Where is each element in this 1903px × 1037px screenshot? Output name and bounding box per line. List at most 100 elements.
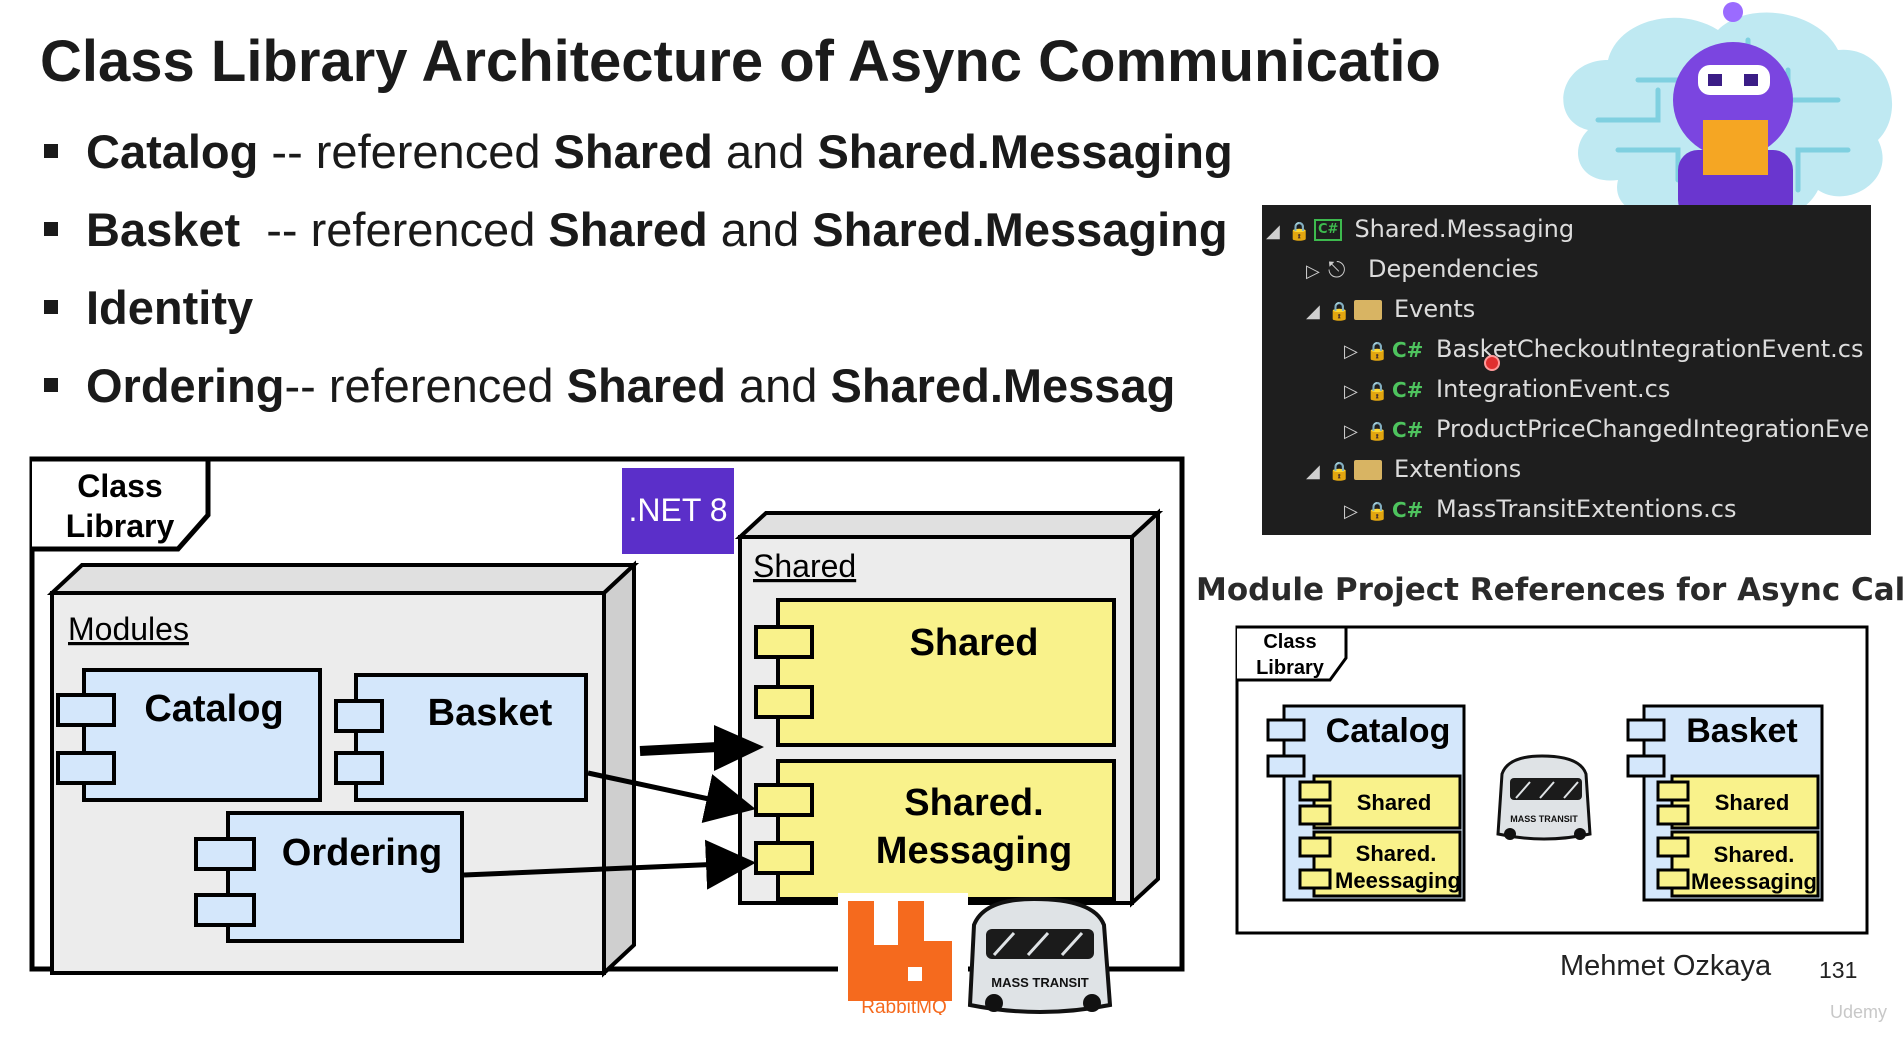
shared-ref — [1312, 774, 1462, 830]
lock-icon: 🔒 — [1366, 341, 1389, 362]
lock-icon: 🔒 — [1366, 381, 1389, 402]
ordering-component — [226, 811, 464, 943]
module-references-diagram: Class Library Catalog Shared Shared. Mee… — [1235, 625, 1869, 935]
shared-messaging-ref — [1312, 830, 1462, 898]
shared-messaging-label: Messaging — [876, 830, 1072, 872]
bullet-text: and — [712, 125, 818, 178]
bullet-ordering: Ordering-- referenced Shared and Shared.… — [44, 354, 1233, 432]
shared-messaging-ref-label: Meessaging — [1691, 869, 1817, 894]
bullet-bold: Shared — [553, 125, 713, 178]
catalog-label: Catalog — [144, 688, 283, 730]
modules-label: Modules — [68, 611, 189, 647]
bullet-text: -- referenced — [258, 125, 554, 178]
tree-item-label: ProductPriceChangedIntegrationEvent. — [1436, 415, 1871, 443]
basket-label: Basket — [428, 692, 553, 734]
bullet-square-icon — [44, 222, 58, 236]
lock-icon: 🔒 — [1366, 501, 1389, 522]
bullet-text: and — [707, 203, 813, 256]
modules-package-side — [602, 560, 636, 978]
bullet-bold: Shared — [566, 359, 726, 412]
expand-arrow-icon[interactable]: ▷ — [1344, 381, 1358, 402]
component-port — [334, 751, 384, 785]
expand-arrow-icon[interactable]: ▷ — [1306, 261, 1320, 282]
bullet-list: Catalog -- referenced Shared and Shared.… — [44, 120, 1233, 432]
collapse-arrow-icon[interactable]: ◢ — [1306, 301, 1320, 322]
collapse-arrow-icon[interactable]: ◢ — [1266, 221, 1280, 242]
frame-label: Library — [66, 508, 175, 544]
arrowhead-icon — [714, 725, 764, 771]
tree-item-label: IntegrationEvent.cs — [1436, 375, 1671, 403]
tree-item-events[interactable]: ◢ 🔒 Events — [1306, 289, 1475, 329]
shared-messaging-ref-label: Meessaging — [1335, 868, 1461, 893]
reference-arrow-thick — [639, 742, 719, 756]
shared-ref-label: Shared — [1715, 790, 1790, 815]
masstransit-bus-icon: MASS TRANSIT — [1496, 754, 1592, 841]
bullet-bold: Shared.Messaging — [817, 125, 1233, 178]
component-port — [1266, 718, 1306, 742]
tree-item-shared-messaging[interactable]: ◢🔒C#Shared.Messaging — [1266, 209, 1574, 249]
tree-item-extentions[interactable]: ◢🔒Extentions — [1306, 449, 1521, 489]
expand-arrow-icon[interactable]: ▷ — [1344, 421, 1358, 442]
lock-icon: 🔒 — [1366, 421, 1389, 442]
slide-title: Class Library Architecture of Async Comm… — [40, 29, 1441, 94]
bullet-main: Catalog — [86, 125, 259, 178]
lock-icon: 🔒 — [1288, 221, 1311, 242]
shared-messaging-label: Shared. — [904, 782, 1043, 824]
csharp-file-icon: C# — [1392, 498, 1424, 522]
frame-label: Library — [1256, 657, 1325, 679]
reference-arrow — [587, 770, 756, 824]
ordering-label: Ordering — [282, 832, 442, 874]
component-port — [1626, 718, 1666, 742]
modules-package-top — [46, 563, 640, 595]
collapse-arrow-icon[interactable]: ◢ — [1306, 461, 1320, 482]
solution-explorer: ◢🔒C#Shared.Messaging ▷⎋Dependencies ◢🔒Ev… — [1262, 205, 1871, 535]
tree-item-dependencies[interactable]: ▷⎋Dependencies — [1306, 249, 1539, 289]
tree-item-productpricechanged[interactable]: ▷ 🔒C# ProductPriceChangedIntegrationEvent. — [1344, 409, 1871, 449]
frame-label: Class — [77, 468, 162, 504]
bullet-bold: Shared.Messaging — [812, 203, 1228, 256]
shared-messaging-component — [776, 759, 1116, 901]
csharp-file-icon: C# — [1392, 338, 1424, 362]
cursor-pointer-icon — [1484, 355, 1500, 371]
tree-item-label: MassTransitExtentions.cs — [1436, 495, 1737, 523]
tree-item-integrationevent[interactable]: ▷🔒C#IntegrationEvent.cs — [1344, 369, 1670, 409]
tree-item-label: Events — [1394, 295, 1476, 323]
frame-label: Class — [1263, 631, 1316, 653]
bullet-text: and — [725, 359, 831, 412]
lock-icon: 🔒 — [1328, 301, 1351, 322]
tree-item-label: Extentions — [1394, 455, 1522, 483]
shared-ref — [1670, 774, 1820, 830]
right-diagram-caption: Module Project References for Async Call — [1196, 572, 1903, 608]
robot-antenna — [1723, 2, 1743, 22]
bullet-text: -- referenced — [284, 359, 567, 412]
bullet-square-icon — [44, 300, 58, 314]
frame-tab — [1237, 625, 1348, 682]
tree-item-basketcheckout[interactable]: ▷ 🔒C# BasketCheckoutIntegrationEvent.cs — [1344, 329, 1864, 369]
component-port — [194, 893, 256, 927]
component-port — [754, 625, 814, 659]
shared-package-label: Shared — [753, 548, 856, 584]
masstransit-label: MASS TRANSIT — [1510, 814, 1578, 824]
masstransit-label: MASS TRANSIT — [991, 975, 1089, 990]
tree-item-masstransitextentions[interactable]: ▷ 🔒C# MassTransitExtentions.cs — [1344, 489, 1736, 529]
robot-book — [1703, 120, 1768, 175]
csharp-file-icon: C# — [1392, 418, 1424, 442]
component-port — [1626, 754, 1666, 778]
shared-component — [776, 598, 1116, 747]
shared-ref-label: Shared — [1357, 790, 1432, 815]
component-port — [1266, 754, 1306, 778]
rabbitmq-label: RabbitMQ — [861, 997, 947, 1015]
shared-messaging-ref-label: Shared. — [1356, 841, 1437, 866]
bullet-square-icon — [44, 144, 58, 158]
page-number: 131 — [1819, 957, 1858, 983]
expand-arrow-icon[interactable]: ▷ — [1344, 501, 1358, 522]
class-library-diagram: Class Library .NET 8 Modules Catalog Bas… — [29, 456, 1185, 1015]
bullet-identity: Identity — [44, 276, 1233, 354]
shared-package-side — [1130, 508, 1160, 908]
tree-item-label: BasketCheckoutIntegrationEvent.cs — [1436, 335, 1864, 363]
component-port — [56, 751, 116, 785]
folder-icon — [1354, 460, 1382, 480]
expand-arrow-icon[interactable]: ▷ — [1344, 341, 1358, 362]
bullet-bold: Shared.Messag — [830, 359, 1176, 412]
catalog-label: Catalog — [1326, 712, 1451, 750]
